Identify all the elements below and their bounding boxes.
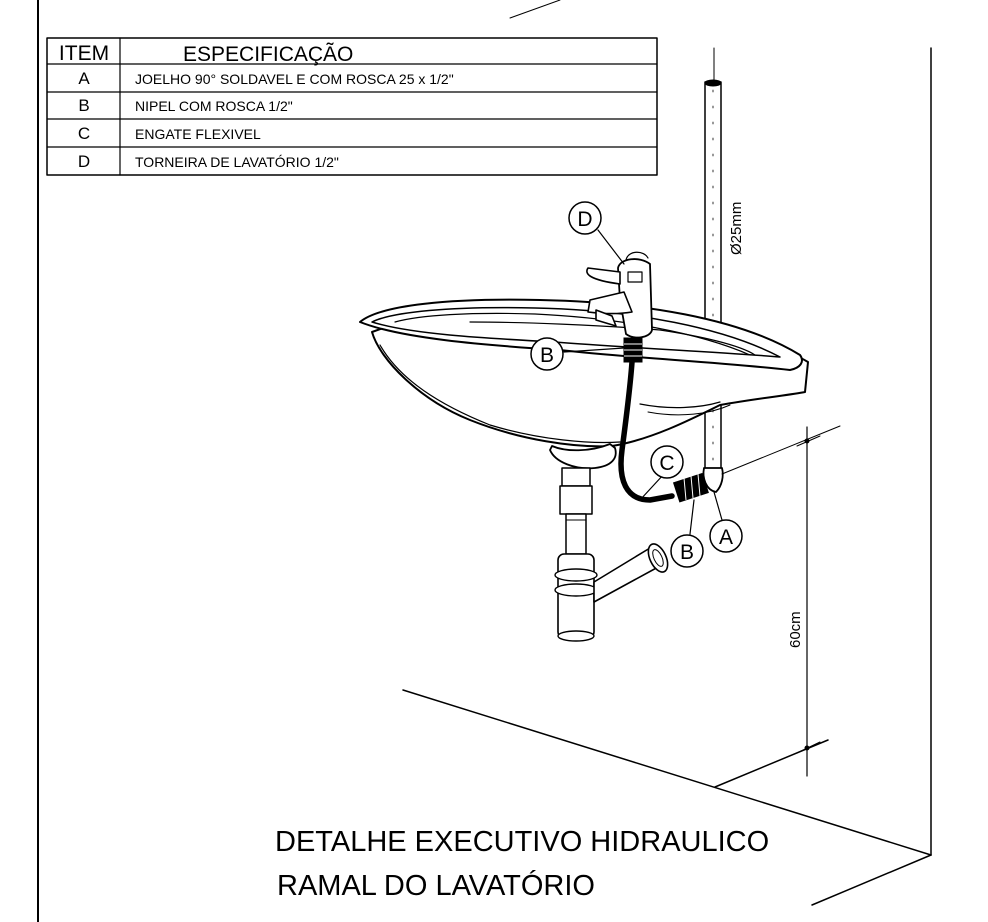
callout-c: C	[639, 445, 684, 501]
basin-rim	[359, 298, 803, 371]
elbow-fitting	[672, 467, 724, 503]
callout-d: D	[568, 201, 625, 265]
table-row-d-item: D	[78, 152, 90, 171]
callout-b-lower: B	[670, 499, 704, 568]
pipe-diameter-label: Ø25mm	[728, 202, 745, 255]
supply-pipe-body	[704, 81, 722, 473]
callout-b-lower-circle	[670, 534, 704, 568]
table-row-d-spec: TORNEIRA DE LAVATÓRIO 1/2"	[135, 154, 339, 170]
callout-a: A	[709, 491, 743, 553]
table-row-c-item: C	[78, 124, 90, 143]
table-header-spec: ESPECIFICAÇÃO	[183, 42, 353, 66]
drawing-title-line2: RAMAL DO LAVATÓRIO	[277, 869, 595, 902]
height-dimension: 60cm	[721, 425, 841, 777]
callout-a-circle	[709, 519, 743, 553]
washbasin	[359, 298, 809, 448]
supply-pipe-top	[704, 79, 722, 87]
top-construction-line	[509, 0, 561, 19]
table-row-a-spec: JOELHO 90° SOLDAVEL E COM ROSCA 25 x 1/2…	[135, 71, 454, 87]
callout-b-upper: B	[530, 337, 625, 371]
drawing-title-line1: DETALHE EXECUTIVO HIDRAULICO	[275, 826, 769, 858]
specification-table: ITEM ESPECIFICAÇÃO A JOELHO 90° SOLDAVEL…	[46, 37, 658, 176]
drain-trap	[549, 443, 669, 642]
table-header-item: ITEM	[59, 42, 109, 65]
floor-line-right	[811, 854, 932, 906]
table-row-b-item: B	[78, 96, 89, 115]
callout-b-lower-label: B	[680, 541, 694, 564]
callout-b-upper-label: B	[540, 344, 554, 367]
faucet-body	[617, 258, 653, 339]
table-border	[46, 37, 658, 176]
height-dimension-label: 60cm	[787, 611, 804, 648]
callout-d-circle	[568, 201, 602, 235]
faucet	[586, 251, 653, 363]
table-row-a-item: A	[78, 69, 90, 88]
callout-b-upper-circle	[530, 337, 564, 371]
callout-c-label: C	[659, 452, 674, 475]
floor-line-back	[714, 739, 829, 788]
callout-a-label: A	[719, 526, 733, 549]
table-row-b-spec: NIPEL COM ROSCA 1/2"	[135, 98, 293, 114]
table-row-c-spec: ENGATE FLEXIVEL	[135, 126, 261, 142]
callout-d-label: D	[577, 208, 592, 231]
callout-c-circle	[650, 445, 684, 479]
floor-line-front	[402, 689, 932, 856]
